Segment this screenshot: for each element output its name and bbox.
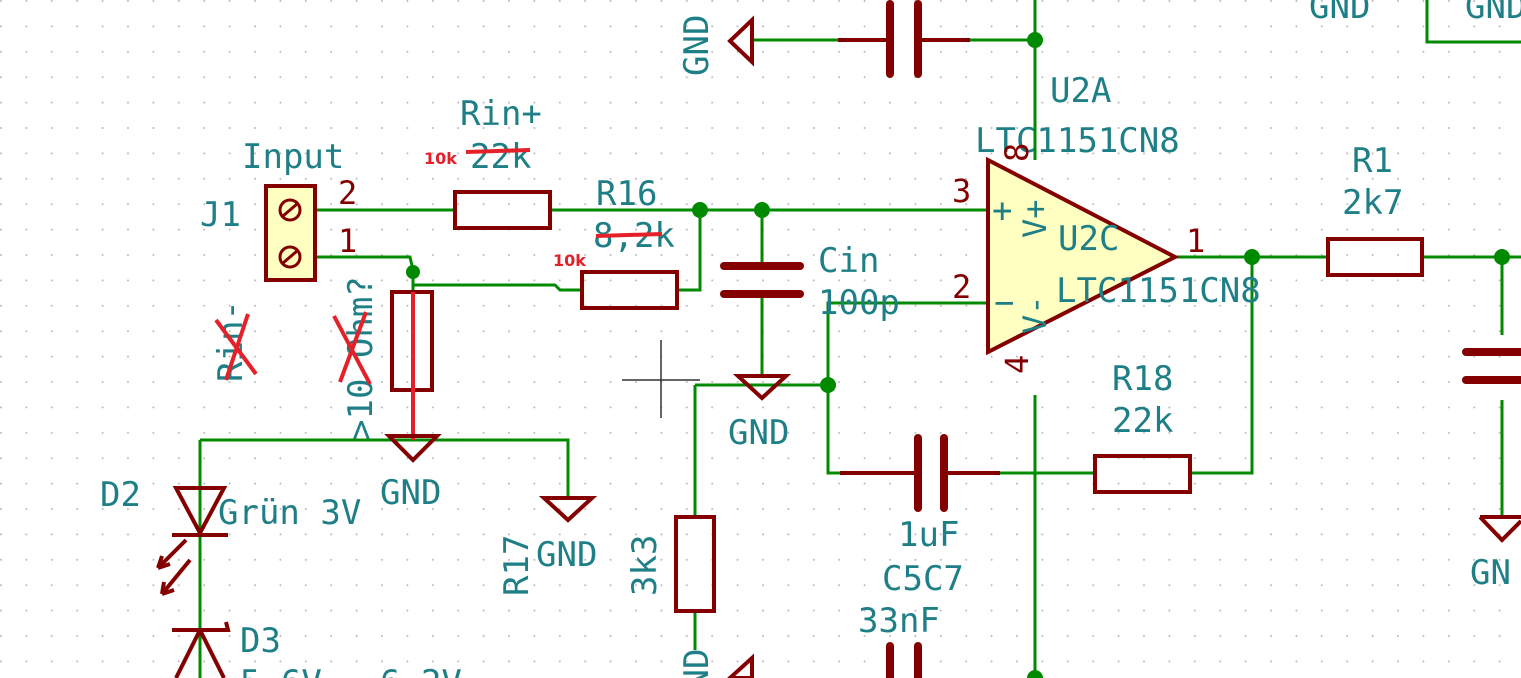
junctions xyxy=(406,32,1510,678)
u2c-plus-sign: + xyxy=(992,191,1012,231)
d3-extra-value: 6,2V xyxy=(380,663,462,678)
gnd-bottom-left-label: GND xyxy=(677,649,717,678)
d3-value: 5,6V xyxy=(240,663,322,678)
gnd-symbol-r17[interactable] xyxy=(538,496,598,523)
gnd-center-label: GND xyxy=(380,473,441,513)
gnd-r17-label: GND xyxy=(536,535,597,575)
gnd-symbol-top[interactable] xyxy=(727,15,754,67)
opamp-u2c[interactable] xyxy=(986,156,1180,356)
r16-ref: R16 xyxy=(596,174,657,214)
resistor-rin-plus[interactable] xyxy=(453,190,552,230)
rin-plus-value: 22k xyxy=(470,137,531,177)
c5-c7-ref: C5C7 xyxy=(882,559,964,599)
r18-value: 22k xyxy=(1112,401,1173,441)
u2c-vminus: V- xyxy=(1016,295,1054,334)
u2c-pin-4: 4 xyxy=(998,355,1036,374)
j1-value: Input xyxy=(242,137,344,177)
capacitor-c7[interactable] xyxy=(840,434,1000,512)
gnd-top-right-label-2: GND xyxy=(1465,0,1521,27)
screw-terminal-icon xyxy=(278,198,302,222)
strike-r16-value xyxy=(595,232,663,238)
r1-ref: R1 xyxy=(1352,141,1393,181)
gnd-symbol-center[interactable] xyxy=(384,434,442,463)
u2c-pin-8: 8 xyxy=(998,143,1036,162)
gnd-symbol-right[interactable] xyxy=(1478,515,1521,543)
screw-terminal-icon xyxy=(278,245,302,269)
r16-new-value: 10k xyxy=(553,251,586,270)
zener-d3[interactable] xyxy=(172,621,231,678)
r17-ref: R17 xyxy=(497,535,537,596)
cross-out-rin-minus-value xyxy=(332,311,372,385)
led-d2[interactable] xyxy=(156,486,228,596)
capacitor-cin[interactable] xyxy=(720,262,804,298)
j1-connector[interactable] xyxy=(264,184,317,282)
rin-plus-ref: Rin+ xyxy=(460,94,542,134)
capacitor-top[interactable] xyxy=(838,0,970,78)
d2-ref: D2 xyxy=(100,475,141,515)
cin-value: 100p xyxy=(818,283,900,323)
c7-value: 1uF xyxy=(898,515,959,555)
u2c-minus-sign: − xyxy=(994,283,1014,323)
u2c-ref: U2C xyxy=(1058,219,1119,259)
u2c-value: LTC1151CN8 xyxy=(1056,271,1261,311)
crosshair-cursor-icon xyxy=(622,340,700,418)
resistor-r16[interactable] xyxy=(580,270,679,310)
gnd-top-right-label-1: GND xyxy=(1309,0,1370,27)
u2c-vplus: V+ xyxy=(1016,199,1054,238)
gnd-mid-label: GND xyxy=(728,413,789,453)
resistor-3k3[interactable] xyxy=(674,515,716,613)
u2a-ref: U2A xyxy=(1050,71,1111,111)
cross-out-rin-minus xyxy=(214,313,258,381)
resistor-r18[interactable] xyxy=(1093,454,1192,494)
u2c-pin-2: 2 xyxy=(952,268,971,306)
j1-ref: J1 xyxy=(200,195,241,235)
resistor-3k3-value: 3k3 xyxy=(625,535,665,596)
cin-ref: Cin xyxy=(818,241,879,281)
gnd-symbol-mid[interactable] xyxy=(732,374,792,401)
r1-value: 2k7 xyxy=(1342,183,1403,223)
rin-plus-new-value: 10k xyxy=(424,149,457,168)
strike-rin-plus-value xyxy=(465,148,531,154)
j1-pin-2: 2 xyxy=(338,174,357,212)
capacitor-c5[interactable] xyxy=(886,642,922,678)
gnd-right-label: GN xyxy=(1470,553,1511,593)
capacitor-right[interactable] xyxy=(1462,348,1521,384)
gnd-symbol-bottom-left[interactable] xyxy=(727,653,754,678)
d2-value: Grün 3V xyxy=(218,493,361,533)
c5-value: 33nF xyxy=(858,601,940,641)
u2a-value: LTC1151CN8 xyxy=(975,121,1180,161)
d3-ref: D3 xyxy=(240,621,281,661)
resistor-r1[interactable] xyxy=(1326,237,1424,277)
gnd-top-label: GND xyxy=(677,15,717,76)
j1-pin-1: 1 xyxy=(338,222,357,260)
u2c-pin-1: 1 xyxy=(1186,222,1205,260)
u2c-pin-3: 3 xyxy=(952,172,971,210)
r18-ref: R18 xyxy=(1112,359,1173,399)
